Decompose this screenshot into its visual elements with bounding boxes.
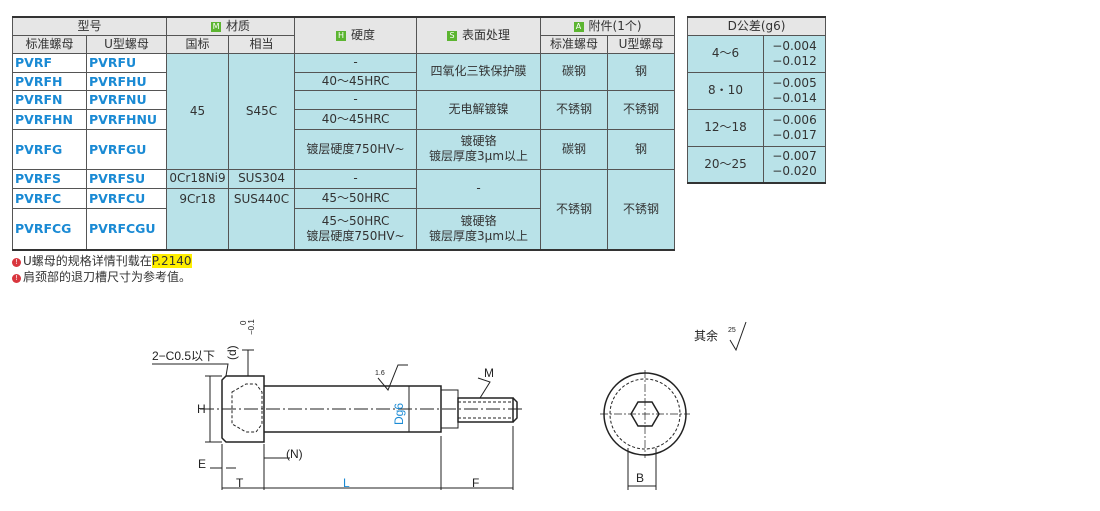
tol-range: 20～25 bbox=[687, 145, 764, 184]
tol-value: −0.006−0.017 bbox=[762, 108, 827, 147]
hardness-tag-icon: H bbox=[336, 30, 347, 41]
dim-H: H bbox=[197, 402, 206, 416]
dim-d: (d) bbox=[225, 345, 239, 360]
acc-cell: 不锈钢 bbox=[540, 168, 609, 251]
acc-cell: 碳钢 bbox=[540, 128, 609, 170]
page-link[interactable]: P.2140 bbox=[151, 254, 192, 268]
dim-T: T bbox=[236, 476, 244, 490]
header-gb: 国标 bbox=[166, 34, 230, 54]
other-roughness-value: 25 bbox=[728, 327, 736, 334]
dim-B: B bbox=[636, 471, 644, 485]
material-equiv: SUS440C bbox=[228, 187, 296, 251]
model-link[interactable]: PVRFHU bbox=[85, 71, 168, 91]
surface-cell: 四氧化三铁保护膜 bbox=[416, 52, 542, 91]
tol-value: −0.004−0.012 bbox=[762, 34, 827, 73]
material-tag-icon: M bbox=[211, 21, 222, 32]
model-link[interactable]: PVRFG bbox=[12, 128, 87, 170]
roughness-label: 1.6 bbox=[375, 370, 385, 377]
header-model: 型号 bbox=[11, 16, 168, 36]
chamfer-label: 2−C0.5以下 bbox=[152, 349, 215, 363]
model-link[interactable]: PVRFCG bbox=[12, 207, 87, 251]
hardness-cell: 40～45HRC bbox=[294, 71, 418, 91]
tol-range: 12～18 bbox=[687, 108, 764, 147]
other-roughness-label: 其余 bbox=[694, 328, 718, 343]
surface-tag-icon: S bbox=[447, 30, 458, 41]
surface-cell: 无电解镀镍 bbox=[416, 89, 542, 130]
dim-M: M bbox=[484, 366, 494, 380]
model-link[interactable]: PVRFN bbox=[12, 89, 87, 110]
acc-cell: 碳钢 bbox=[540, 52, 609, 91]
model-link[interactable]: PVRFNU bbox=[85, 89, 168, 110]
model-link[interactable]: PVRFHN bbox=[12, 108, 87, 130]
acc-cell: 不锈钢 bbox=[540, 89, 609, 130]
header-equiv: 相当 bbox=[228, 34, 296, 54]
tol-value: −0.005−0.014 bbox=[762, 71, 827, 110]
surface-cell: 镀硬铬镀层厚度3μm以上 bbox=[416, 207, 542, 251]
material-equiv: S45C bbox=[228, 52, 296, 170]
hardness-cell: - bbox=[294, 89, 418, 110]
dim-L: L bbox=[343, 476, 350, 490]
dim-d-tol-hi: 0 bbox=[239, 320, 248, 325]
tolerance-header: D公差(g6) bbox=[686, 16, 827, 36]
model-link[interactable]: PVRFU bbox=[85, 52, 168, 73]
note-u-nut: !U螺母的规格详情刊载在P.2140 bbox=[12, 252, 192, 269]
material-gb: 0Cr18Ni9 bbox=[166, 168, 230, 189]
dim-E: E bbox=[198, 457, 206, 471]
dim-d-tol-lo: −0.1 bbox=[247, 319, 256, 335]
acc-cell: 不锈钢 bbox=[607, 168, 676, 251]
surface-cell: - bbox=[416, 168, 542, 209]
model-link[interactable]: PVRFS bbox=[12, 168, 87, 189]
dim-F: F bbox=[472, 476, 479, 490]
tolerance-table: D公差(g6) 4～6−0.004−0.012 8・10−0.005−0.014… bbox=[686, 16, 827, 184]
acc-cell: 钢 bbox=[607, 128, 676, 170]
warning-icon: ! bbox=[12, 274, 21, 283]
hardness-cell: - bbox=[294, 52, 418, 73]
model-link[interactable]: PVRFCGU bbox=[85, 207, 168, 251]
tol-range: 8・10 bbox=[687, 71, 764, 110]
material-gb: 9Cr18 bbox=[166, 187, 230, 251]
header-u-nut: U型螺母 bbox=[85, 34, 168, 54]
note-groove: !肩颈部的退刀槽尺寸为参考值。 bbox=[12, 268, 191, 285]
dim-N: (N) bbox=[286, 447, 303, 461]
model-link[interactable]: PVRFGU bbox=[85, 128, 168, 170]
hardness-cell: 40～45HRC bbox=[294, 108, 418, 130]
warning-icon: ! bbox=[12, 258, 21, 267]
model-link[interactable]: PVRFCU bbox=[85, 187, 168, 209]
model-link[interactable]: PVRF bbox=[12, 52, 87, 73]
acc-cell: 钢 bbox=[607, 52, 676, 91]
header-std-nut: 标准螺母 bbox=[12, 34, 87, 54]
model-link[interactable]: PVRFSU bbox=[85, 168, 168, 189]
dim-Dg6: Dg6 bbox=[392, 403, 406, 425]
material-equiv: SUS304 bbox=[228, 168, 296, 189]
accessory-tag-icon: A bbox=[573, 21, 584, 32]
tol-value: −0.007−0.020 bbox=[762, 145, 827, 184]
surface-cell: 镀硬铬镀层厚度3μm以上 bbox=[416, 128, 542, 170]
hardness-cell: 镀层硬度750HV~ bbox=[294, 128, 418, 170]
